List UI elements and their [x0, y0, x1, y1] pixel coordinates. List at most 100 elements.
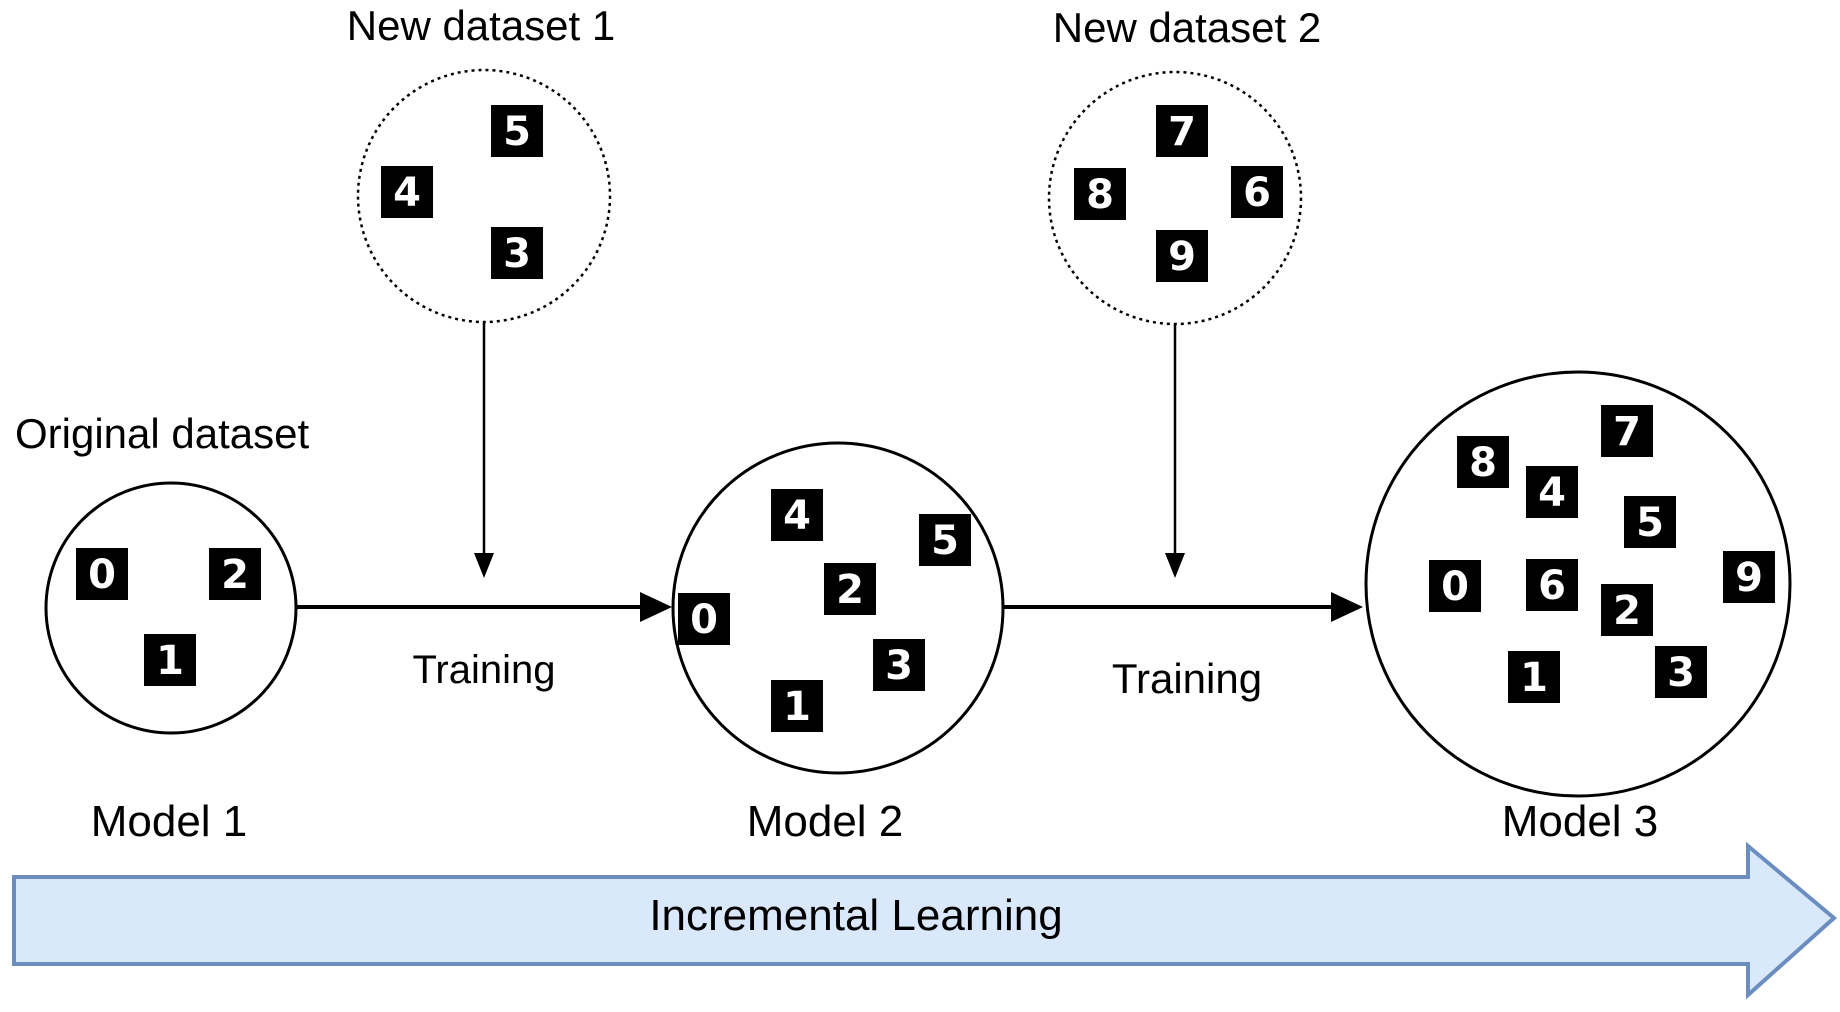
digit-tile-7: 7	[1601, 405, 1653, 457]
new-dataset-2-digits: 7 8 6 9	[1074, 105, 1283, 282]
digit-tile-background	[1624, 496, 1676, 548]
digit-tile-background	[919, 514, 971, 566]
digit-tile-background	[824, 563, 876, 615]
digit-label: 0	[690, 597, 718, 643]
digit-tile-8: 8	[1457, 436, 1509, 488]
training-label-2: Training	[1112, 655, 1262, 702]
digit-tile-6: 6	[1231, 166, 1283, 218]
digit-tile-background	[1526, 559, 1578, 611]
new-dataset-2-label: New dataset 2	[1053, 4, 1322, 51]
digit-tile-0: 0	[1429, 560, 1481, 612]
digit-tile-3: 3	[873, 639, 925, 691]
new-data-arrow-1	[474, 322, 494, 578]
digit-label: 3	[885, 643, 913, 689]
new-dataset-1-digits: 5 4 3	[381, 105, 543, 279]
digit-tile-background	[1074, 168, 1126, 220]
digit-tile-2: 2	[824, 563, 876, 615]
digit-label: 2	[1613, 588, 1641, 634]
digit-tile-3: 3	[491, 227, 543, 279]
digit-tile-3: 3	[1655, 646, 1707, 698]
model-2-digits: 4 5 2 0 3 1	[678, 489, 971, 732]
training-arrow-2	[1004, 592, 1363, 622]
digit-tile-5: 5	[919, 514, 971, 566]
digit-tile-background	[678, 593, 730, 645]
digit-label: 1	[1520, 655, 1548, 701]
digit-label: 5	[503, 109, 531, 155]
digit-label: 9	[1735, 555, 1763, 601]
digit-tile-background	[209, 548, 261, 600]
digit-tile-6: 6	[1526, 559, 1578, 611]
digit-label: 6	[1243, 170, 1271, 216]
training-label-1: Training	[412, 648, 555, 692]
digit-tile-background	[1231, 166, 1283, 218]
digit-label: 7	[1613, 409, 1641, 455]
model-2-circle	[671, 441, 1005, 775]
digit-label: 1	[156, 638, 184, 684]
digit-tile-background	[1508, 651, 1560, 703]
digit-tile-9: 9	[1156, 230, 1208, 282]
model-2-label: Model 2	[747, 797, 904, 846]
digit-label: 9	[1168, 234, 1196, 280]
digit-tile-background	[1429, 560, 1481, 612]
digit-label: 5	[1636, 500, 1664, 546]
training-arrow-1	[296, 592, 672, 622]
original-dataset-label: Original dataset	[15, 410, 309, 457]
digit-tile-background	[76, 548, 128, 600]
digit-label: 1	[783, 684, 811, 730]
digit-label: 4	[1538, 470, 1566, 516]
digit-tile-0: 0	[678, 593, 730, 645]
new-data-arrow-2	[1165, 324, 1185, 578]
digit-label: 2	[221, 552, 249, 598]
digit-label: 5	[931, 518, 959, 564]
digit-tile-7: 7	[1156, 105, 1208, 157]
digit-tile-background	[144, 634, 196, 686]
digit-tile-8: 8	[1074, 168, 1126, 220]
digit-tile-2: 2	[1601, 584, 1653, 636]
model-3-label: Model 3	[1502, 797, 1659, 846]
digit-tile-background	[491, 105, 543, 157]
banner-label: Incremental Learning	[649, 891, 1062, 940]
digit-tile-background	[1601, 584, 1653, 636]
digit-label: 8	[1469, 440, 1497, 486]
digit-label: 7	[1168, 109, 1196, 155]
digit-tile-5: 5	[1624, 496, 1676, 548]
digit-label: 3	[503, 231, 531, 277]
digit-label: 4	[783, 493, 811, 539]
digit-tile-background	[381, 166, 433, 218]
digit-tile-background	[1723, 551, 1775, 603]
digit-tile-0: 0	[76, 548, 128, 600]
model-1-label: Model 1	[91, 797, 248, 846]
digit-label: 3	[1667, 650, 1695, 696]
new-dataset-1-label: New dataset 1	[347, 2, 616, 49]
digit-tile-4: 4	[1526, 466, 1578, 518]
digit-tile-background	[771, 680, 823, 732]
digit-tile-background	[771, 489, 823, 541]
digit-tile-4: 4	[381, 166, 433, 218]
digit-tile-1: 1	[771, 680, 823, 732]
digit-label: 0	[1441, 564, 1469, 610]
digit-tile-4: 4	[771, 489, 823, 541]
digit-tile-background	[1526, 466, 1578, 518]
digit-tile-5: 5	[491, 105, 543, 157]
digit-label: 2	[836, 567, 864, 613]
incremental-learning-banner	[12, 841, 1838, 1000]
digit-label: 4	[393, 170, 421, 216]
digit-tile-1: 1	[144, 634, 196, 686]
digit-label: 6	[1538, 563, 1566, 609]
digit-tile-background	[1601, 405, 1653, 457]
digit-tile-background	[873, 639, 925, 691]
digit-tile-1: 1	[1508, 651, 1560, 703]
digit-tile-background	[1156, 105, 1208, 157]
digit-tile-9: 9	[1723, 551, 1775, 603]
digit-label: 8	[1086, 172, 1114, 218]
digit-tile-2: 2	[209, 548, 261, 600]
model-3-digits: 8 7 4 5 0 6 9 2 1 3	[1429, 405, 1775, 703]
digit-label: 0	[88, 552, 116, 598]
model-3-circle	[1364, 370, 1792, 798]
digit-tile-background	[1457, 436, 1509, 488]
digit-tile-background	[1655, 646, 1707, 698]
digit-tile-background	[491, 227, 543, 279]
model-1-digits: 0 21	[76, 548, 261, 686]
digit-tile-background	[1156, 230, 1208, 282]
